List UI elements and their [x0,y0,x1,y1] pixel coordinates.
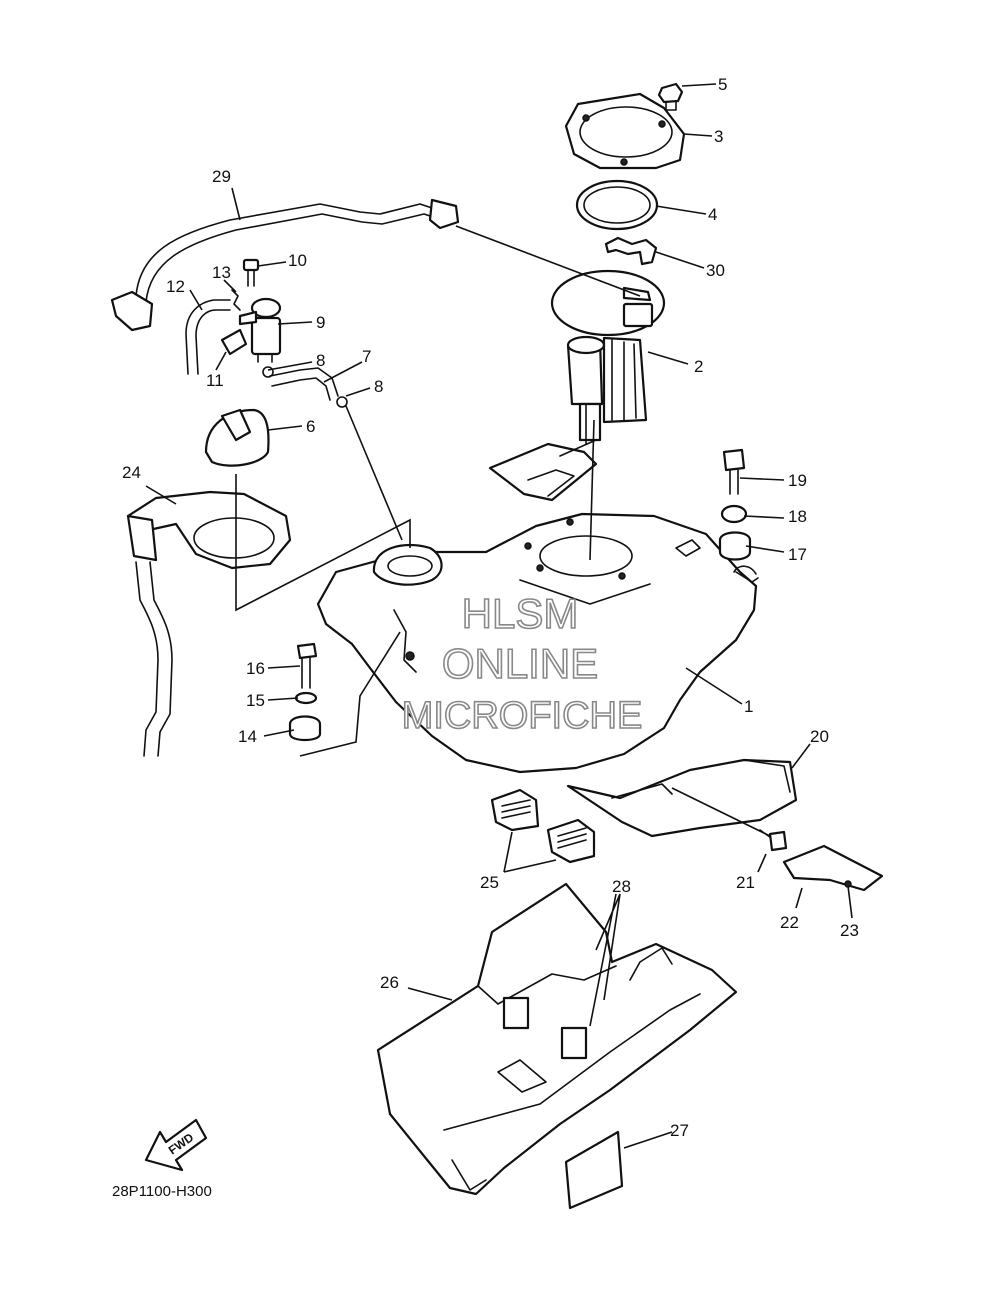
part-25-damper-left [490,788,540,832]
part-18-washer [720,504,748,524]
callout-1: 1 [744,697,753,716]
part-11-bracket [220,328,248,356]
callout-8-upper: 8 [316,351,325,370]
part-1-fuel-tank [316,512,759,774]
watermark-line-2: ONLINE [442,640,598,687]
part-8-clip-upper [262,366,274,378]
callout-24: 24 [122,463,141,482]
part-5-cap-nut [657,82,684,111]
callout-2: 2 [694,357,703,376]
part-29-breather-hose [110,198,460,332]
callout-21: 21 [736,873,755,892]
part-15-washer [294,691,318,705]
part-2-fuel-pump [488,269,666,502]
callout-12: 12 [166,277,185,296]
part-9-solenoid-valve [238,297,282,363]
callout-25: 25 [480,873,499,892]
callout-16: 16 [246,659,265,678]
watermark: HLSM ONLINE MICROFICHE [401,589,643,738]
part-26-lower-cover [376,882,738,1196]
callout-14: 14 [238,727,257,746]
part-16-bolt [296,642,318,689]
assembly-guides [235,225,771,837]
callout-labels: 5 3 4 30 2 29 10 13 12 9 11 8 7 8 6 24 1… [122,75,859,1140]
part-22-bracket [782,844,884,892]
part-4-gasket [575,179,659,231]
fwd-arrow-icon: FWD [144,1118,208,1172]
callout-5: 5 [718,75,727,94]
part-27-label [564,1130,624,1210]
part-19-bolt [722,448,746,495]
callout-8-lower: 8 [374,377,383,396]
callout-10: 10 [288,251,307,270]
callout-26: 26 [380,973,399,992]
callout-13: 13 [212,263,231,282]
part-7-hose [269,367,339,401]
callout-15: 15 [246,691,265,710]
part-14-damper [288,715,322,742]
part-24-cap-tray [126,490,292,757]
diagram-code: 28P1100-H300 [112,1183,212,1200]
callout-28: 28 [612,877,631,896]
part-3-retaining-plate [564,92,686,170]
callout-18: 18 [788,507,807,526]
callout-11: 11 [206,371,224,390]
part-8-clip-lower [336,396,348,408]
part-17-damper [718,531,752,561]
callout-17: 17 [788,545,807,564]
callout-27: 27 [670,1121,689,1140]
callout-19: 19 [788,471,807,490]
callout-6: 6 [306,417,315,436]
watermark-line-1: HLSM [462,590,579,637]
part-6-fuel-cap [204,408,270,467]
part-20-cover [566,758,798,838]
callout-7: 7 [362,347,371,366]
callout-22: 22 [780,913,799,932]
callout-9: 9 [316,313,325,332]
leader-lines [145,83,853,1149]
callout-29: 29 [212,167,231,186]
callout-30: 30 [706,261,725,280]
callout-4: 4 [708,205,717,224]
part-12-hose [185,299,231,375]
watermark-line-3: MICROFICHE [402,695,643,737]
part-10-screw [242,258,260,287]
part-25-damper-right [546,818,596,864]
callout-23: 23 [840,921,859,940]
callout-20: 20 [810,727,829,746]
part-30-clamp [604,236,658,266]
callout-3: 3 [714,127,723,146]
part-13-clip [231,289,241,311]
